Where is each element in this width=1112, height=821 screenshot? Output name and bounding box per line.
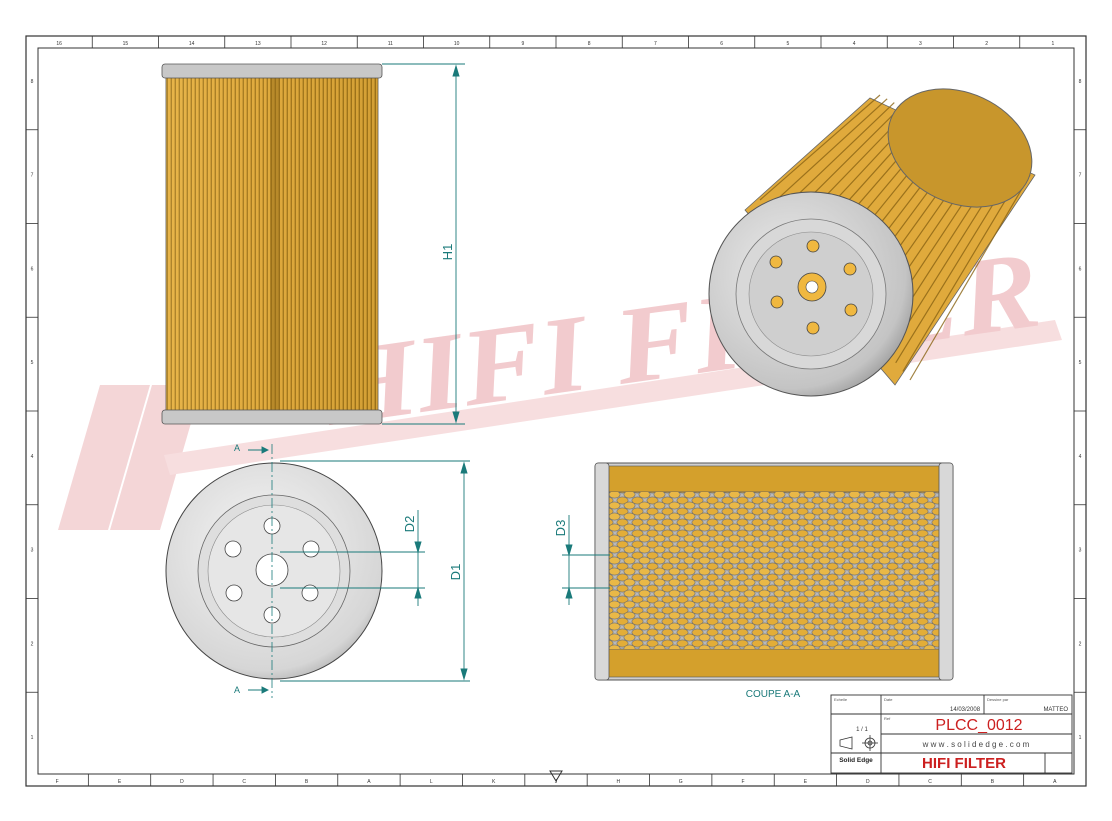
zone-row: 4 — [1079, 454, 1082, 460]
top-end-cap — [161, 63, 383, 79]
zone-number: 1 — [1051, 41, 1054, 47]
zone-number: 6 — [720, 41, 723, 47]
zone-number: 9 — [521, 41, 524, 47]
title-label-by: Dessine par — [987, 697, 1009, 702]
zone-letter: D — [180, 779, 184, 785]
zone-letter: F — [742, 779, 745, 785]
zone-number: 14 — [189, 41, 195, 47]
section-marker-top: A — [234, 443, 240, 453]
zone-ticks — [26, 36, 1086, 786]
section-marker-bottom: A — [234, 685, 240, 695]
zone-letter: E — [118, 779, 122, 785]
zone-row: 8 — [1079, 79, 1082, 85]
zone-letter: A — [367, 779, 371, 785]
title-part-number: PLCC_0012 — [935, 717, 1022, 734]
zone-number: 7 — [654, 41, 657, 47]
centering-mark-icon — [549, 770, 563, 782]
title-company: HIFI FILTER — [922, 755, 1006, 772]
zone-number: 4 — [853, 41, 856, 47]
title-author: MATTEO — [1043, 707, 1068, 713]
dimension-h1 — [382, 63, 465, 425]
title-website: w w w . s o l i d e d g e . c o m — [922, 740, 1030, 749]
title-block — [830, 694, 1073, 774]
zone-letter: K — [492, 779, 496, 785]
zone-letter: B — [305, 779, 309, 785]
zone-number: 2 — [985, 41, 988, 47]
zone-letter: F — [56, 779, 59, 785]
zone-letter: H — [617, 779, 621, 785]
title-date: 14/03/2008 — [950, 707, 981, 713]
dimension-label-d3: D3 — [553, 520, 568, 537]
zone-number: 16 — [56, 41, 62, 47]
front-view — [161, 63, 383, 425]
dimension-label-d1: D1 — [448, 564, 463, 581]
zone-row: 5 — [1079, 360, 1082, 366]
bottom-end-cap — [161, 409, 383, 425]
zone-number: 3 — [919, 41, 922, 47]
zone-row: 1 — [31, 735, 34, 741]
zone-row: 8 — [31, 79, 34, 85]
dimension-label-d2: D2 — [402, 516, 417, 533]
zone-rows-right: 8 7 6 5 4 3 2 1 — [1079, 79, 1082, 741]
zone-rows-left: 8 7 6 5 4 3 2 1 — [31, 79, 34, 741]
zone-row: 5 — [31, 360, 34, 366]
zone-letter: D — [866, 779, 870, 785]
projection-symbol-icon — [839, 735, 878, 751]
zone-row: 6 — [31, 266, 34, 272]
section-view — [594, 462, 954, 681]
zone-letter: J — [555, 779, 558, 785]
dimension-label-h1: H1 — [440, 244, 455, 261]
section-caption: COUPE A-A — [746, 689, 801, 700]
zone-letter: L — [430, 779, 433, 785]
zone-number: 5 — [786, 41, 789, 47]
zone-number: 11 — [388, 41, 393, 47]
zone-numbers-top: 16 15 14 13 12 11 10 9 8 7 6 5 4 3 2 1 — [56, 41, 1054, 47]
zone-row: 7 — [31, 173, 34, 179]
zone-row: 4 — [31, 454, 34, 460]
zone-row: 7 — [1079, 173, 1082, 179]
zone-row: 3 — [1079, 548, 1082, 554]
dimension-d3 — [562, 515, 610, 605]
zone-number: 10 — [454, 41, 460, 47]
zone-letter: A — [1053, 779, 1057, 785]
dimension-d2 — [280, 510, 425, 606]
zone-row: 2 — [1079, 641, 1082, 647]
zone-number: 15 — [123, 41, 129, 47]
zone-number: 12 — [321, 41, 327, 47]
zone-letter: C — [242, 779, 246, 785]
zone-row: 1 — [1079, 735, 1082, 741]
end-view — [165, 444, 383, 698]
zone-number: 8 — [588, 41, 591, 47]
zone-letter: G — [679, 779, 683, 785]
title-scale: 1 / 1 — [856, 727, 868, 733]
title-label-scale: Echelle — [834, 697, 848, 702]
zone-row: 3 — [31, 548, 34, 554]
zone-letter: C — [928, 779, 932, 785]
zone-number: 13 — [255, 41, 261, 47]
zone-letter: B — [991, 779, 995, 785]
title-label-ref: Ref — [884, 716, 891, 721]
zone-row: 2 — [31, 641, 34, 647]
zone-letter: E — [804, 779, 808, 785]
zone-row: 6 — [1079, 266, 1082, 272]
title-label-date: Date — [884, 697, 893, 702]
isometric-view — [708, 88, 1036, 397]
title-software: Solid Edge — [839, 757, 873, 764]
dimension-d1 — [280, 460, 470, 682]
